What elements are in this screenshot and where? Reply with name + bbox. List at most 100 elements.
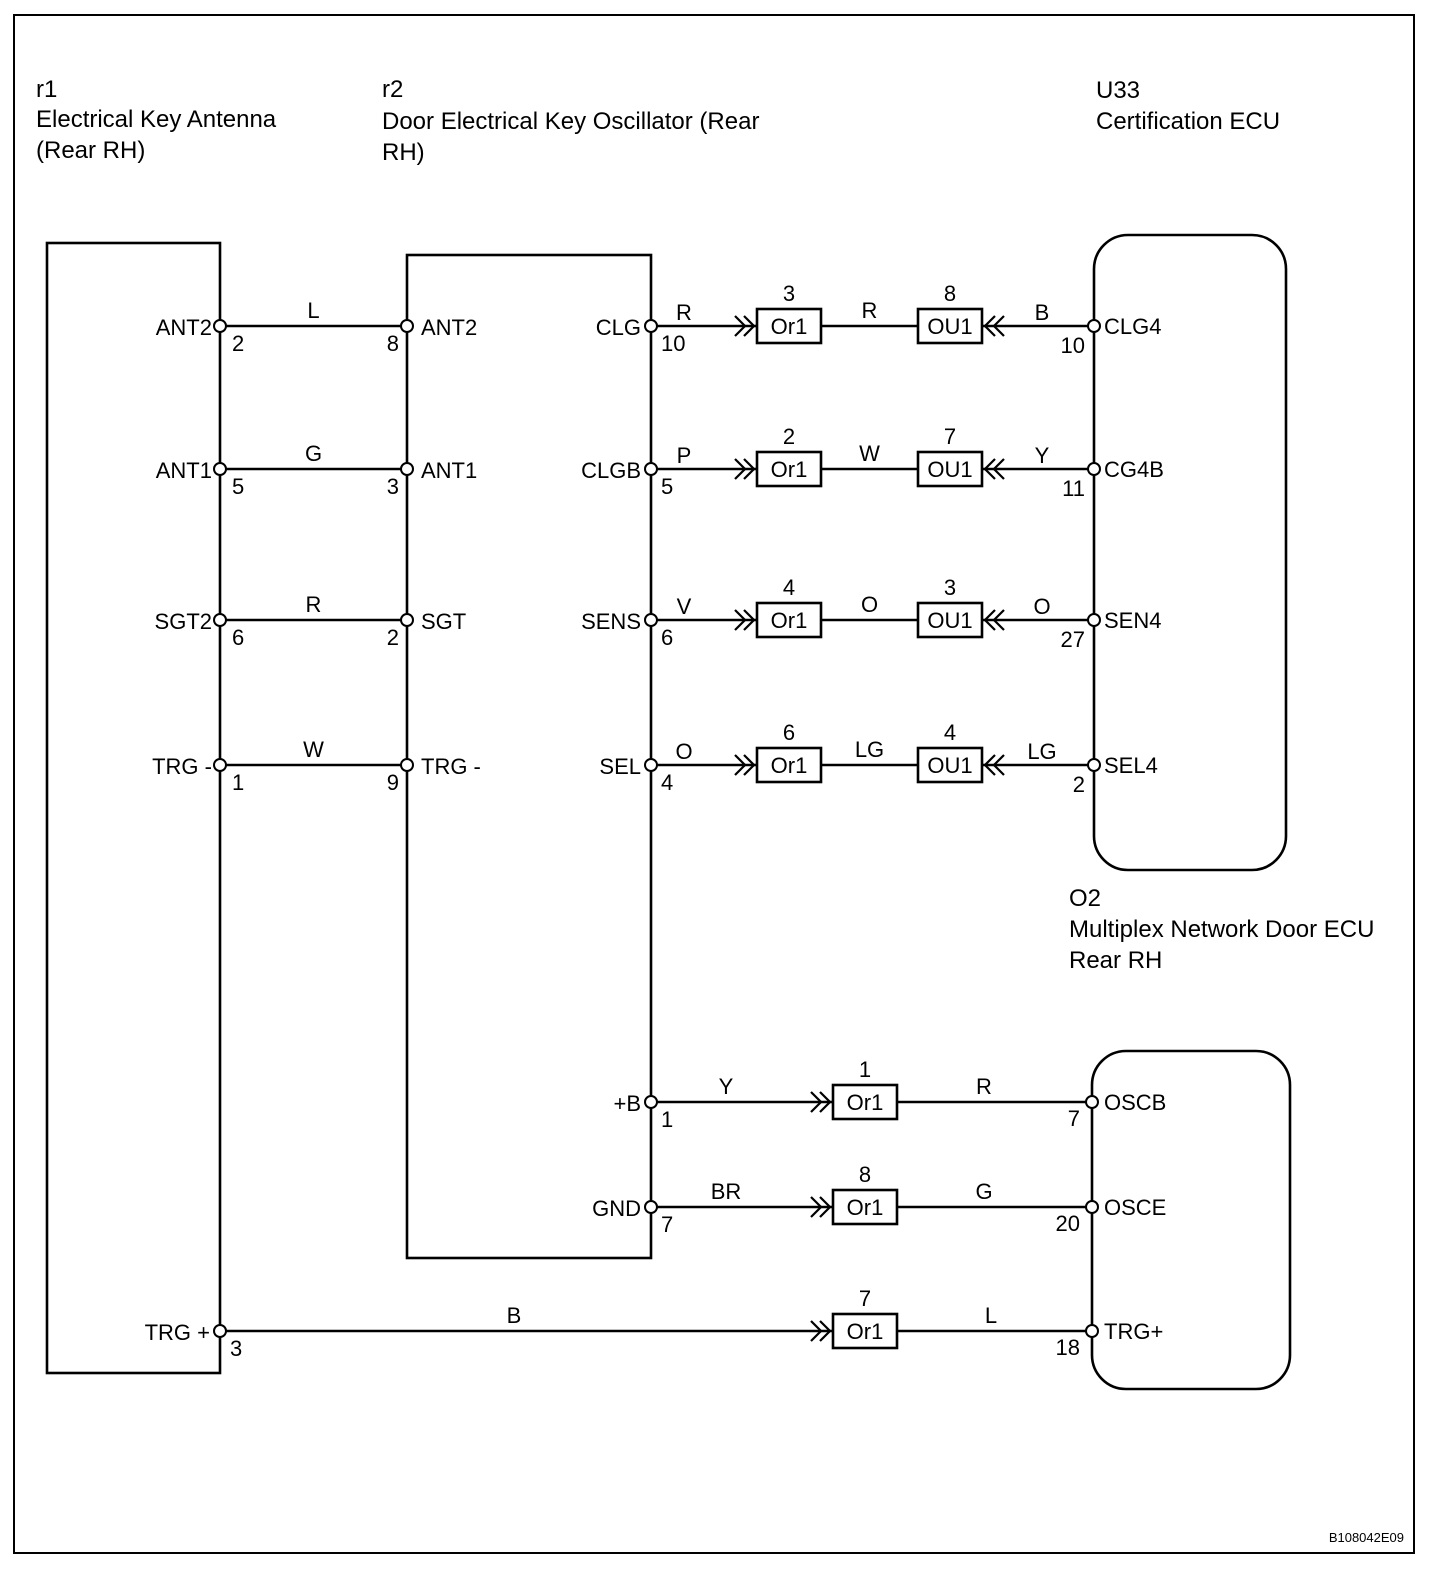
u33-pin-number: 2 (1073, 772, 1085, 797)
or1-connector-pin: 6 (783, 720, 795, 745)
or1-connector-label: Or1 (771, 314, 808, 339)
r1-terminal (213, 758, 227, 772)
r2-terminal-label: TRG - (421, 754, 481, 779)
o2-terminal (1085, 1095, 1099, 1109)
r2-pin-number: 6 (661, 625, 673, 650)
r1-terminal (213, 613, 227, 627)
r1-pin-number: 6 (232, 625, 244, 650)
or1-connector-box (831, 1083, 899, 1121)
connector-arrow (734, 609, 756, 631)
o2-terminal (1085, 1200, 1099, 1214)
wire-color: V (677, 594, 692, 619)
or1-connector-pin: 3 (783, 281, 795, 306)
o2-pin-number: 20 (1056, 1211, 1080, 1236)
wire-color: Y (719, 1074, 734, 1099)
r1-id: r1 (36, 76, 57, 103)
r2-pin-number: 8 (387, 331, 399, 356)
diagram-frame (13, 14, 1415, 1554)
or1-connector-label: Or1 (771, 753, 808, 778)
ou1-connector-pin: 3 (944, 575, 956, 600)
r2-terminal-label: ANT2 (421, 315, 477, 340)
r2-terminal-label: SEL (599, 754, 641, 779)
source-terminal (644, 1200, 658, 1214)
connector-arrow (983, 754, 1005, 776)
r2-pin-number: 9 (387, 770, 399, 795)
or1-connector-label: Or1 (847, 1195, 884, 1220)
o2-terminal-label: TRG+ (1104, 1319, 1163, 1344)
u33-terminal (1087, 462, 1101, 476)
r1-pin-number: 2 (232, 331, 244, 356)
wire-color: Y (1035, 443, 1050, 468)
r2-terminal (400, 613, 414, 627)
source-pin-number: 3 (230, 1336, 242, 1361)
u33-name-line1: Certification ECU (1096, 108, 1280, 135)
wire-color: L (985, 1303, 997, 1328)
wire-color: B (507, 1303, 522, 1328)
u33-component-body (1092, 233, 1288, 872)
connector-arrow (734, 458, 756, 480)
connector-arrow (810, 1091, 832, 1113)
or1-connector-box (755, 746, 823, 784)
o2-terminal-label: OSCE (1104, 1195, 1166, 1220)
wire-color: R (976, 1074, 992, 1099)
r2-pin-number: 10 (661, 331, 685, 356)
o2-name-line2: Rear RH (1069, 947, 1162, 974)
r2-id: r2 (382, 76, 403, 103)
or1-connector-box (755, 450, 823, 488)
wire-color: W (303, 737, 324, 762)
r1-terminal-label: ANT1 (156, 458, 212, 483)
or1-connector-box (831, 1188, 899, 1226)
or1-connector-box (831, 1312, 899, 1350)
u33-terminal (1087, 319, 1101, 333)
or1-connector-box (755, 601, 823, 639)
figure-code: B108042E09 (1329, 1530, 1404, 1545)
r2-terminal-label: ANT1 (421, 458, 477, 483)
r1-component-body (45, 241, 222, 1375)
or1-connector-pin: 8 (859, 1162, 871, 1187)
connector-arrow (983, 315, 1005, 337)
o2-terminal (1085, 1324, 1099, 1338)
connector-arrow (734, 754, 756, 776)
wire-color: L (307, 298, 319, 323)
r2-terminal (400, 319, 414, 333)
r2-terminal (400, 758, 414, 772)
r1-r2-link: ANT2 2 L 8 ANT2 (156, 298, 478, 356)
or1-connector-label: Or1 (847, 1319, 884, 1344)
source-pin-number: 7 (661, 1212, 673, 1237)
or1-connector-pin: 7 (859, 1286, 871, 1311)
r2-pin-number: 3 (387, 474, 399, 499)
r1-terminal-label: ANT2 (156, 315, 212, 340)
u33-id: U33 (1096, 77, 1140, 104)
wire-color: LG (855, 737, 884, 762)
r2-component-body (405, 253, 653, 1260)
wire-color: P (677, 443, 692, 468)
wire-color: O (861, 592, 878, 617)
o2-terminal-label: OSCB (1104, 1090, 1166, 1115)
or1-connector-label: Or1 (771, 608, 808, 633)
r2-terminal (644, 462, 658, 476)
r2-u33-links: CLG10ROr13ROU18B10CLG4CLGB5POr12WOU17Y11… (581, 281, 1164, 797)
o2-pin-number: 7 (1068, 1106, 1080, 1131)
r2-pin-number: 2 (387, 625, 399, 650)
r2-terminal-label: CLG (596, 315, 641, 340)
ou1-connector-box (916, 746, 984, 784)
r1-pin-number: 1 (232, 770, 244, 795)
r1-name-line2: (Rear RH) (36, 137, 145, 164)
source-terminal-label: TRG + (145, 1320, 210, 1345)
wire-color: O (675, 739, 692, 764)
u33-terminal (1087, 758, 1101, 772)
wire-color: O (1033, 594, 1050, 619)
or1-connector-label: Or1 (771, 457, 808, 482)
u33-terminal-label: CLG4 (1104, 314, 1161, 339)
wire-color: R (306, 592, 322, 617)
